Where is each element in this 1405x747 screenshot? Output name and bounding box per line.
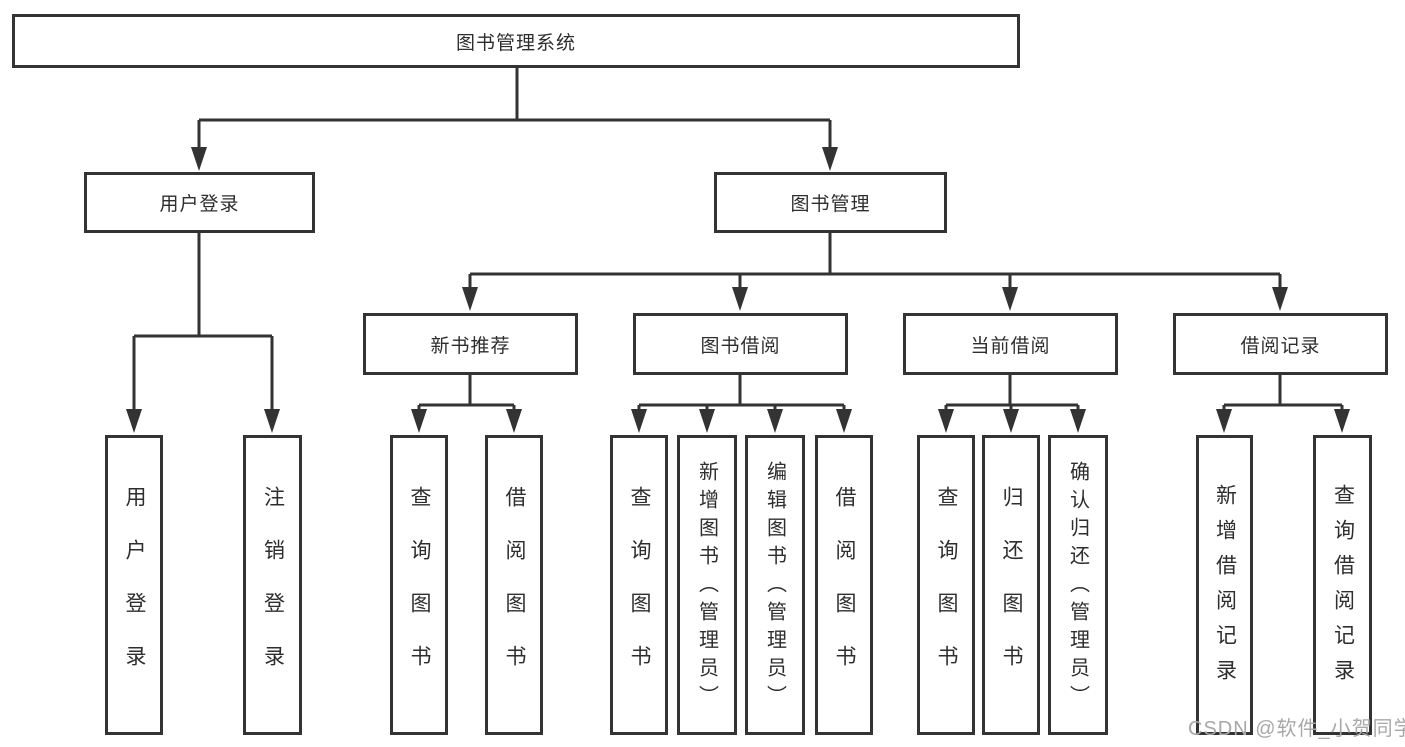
leaf-user-login: 用户登录: [105, 435, 163, 735]
node-book-management-label: 图书管理: [790, 194, 871, 215]
node-user-login-label: 用户登录: [159, 194, 240, 215]
leaf-query-borrow-record-label: 查询借阅记录: [1331, 483, 1355, 694]
leaf-edit-book-admin-label: 编辑图书（管理员）: [763, 461, 786, 713]
leaf-query-borrow-record: 查询借阅记录: [1313, 435, 1372, 735]
connector-root-to-level2: [191, 68, 838, 171]
leaf-borrow-book-1: 借阅图书: [485, 435, 543, 735]
connector-current-borrow-leaves: [938, 375, 1086, 433]
node-book-management: 图书管理: [714, 172, 947, 233]
leaf-query-book-1: 查询图书: [390, 435, 448, 735]
node-book-borrow-label: 图书借阅: [700, 335, 781, 357]
node-new-book-recommend: 新书推荐: [363, 313, 578, 375]
leaf-add-borrow-record-label: 新增借阅记录: [1213, 483, 1237, 694]
leaf-logout: 注销登录: [243, 435, 302, 735]
node-borrow-record-label: 借阅记录: [1240, 335, 1321, 357]
node-new-book-recommend-label: 新书推荐: [430, 335, 511, 357]
node-borrow-record: 借阅记录: [1173, 313, 1388, 375]
leaf-borrow-book-2-label: 借阅图书: [833, 486, 856, 698]
connector-book-borrow-leaves: [631, 375, 852, 433]
connector-book-mgmt-to-level3: [462, 233, 1288, 311]
leaf-return-book: 归还图书: [982, 435, 1040, 735]
leaf-borrow-book-1-label: 借阅图书: [503, 486, 526, 698]
leaf-return-book-label: 归还图书: [1000, 486, 1023, 698]
leaf-add-book-admin-label: 新增图书（管理员）: [695, 461, 718, 713]
leaf-edit-book-admin: 编辑图书（管理员）: [745, 435, 805, 735]
node-user-login: 用户登录: [84, 172, 315, 233]
leaf-query-book-2-label: 查询图书: [628, 486, 651, 698]
leaf-query-book-3: 查询图书: [917, 435, 975, 735]
leaf-add-borrow-record: 新增借阅记录: [1196, 435, 1253, 735]
connector-new-book-leaves: [411, 375, 522, 433]
leaf-confirm-return-admin-label: 确认归还（管理员）: [1066, 461, 1089, 713]
node-root-label: 图书管理系统: [455, 32, 576, 54]
leaf-confirm-return-admin: 确认归还（管理员）: [1048, 435, 1108, 735]
leaf-add-book-admin: 新增图书（管理员）: [677, 435, 737, 735]
leaf-user-login-label: 用户登录: [123, 486, 146, 698]
connector-borrow-record-leaves: [1216, 375, 1350, 433]
leaf-query-book-1-label: 查询图书: [408, 486, 431, 698]
csdn-watermark: CSDN @软件_小贺同学: [1188, 718, 1405, 740]
leaf-query-book-3-label: 查询图书: [935, 486, 958, 698]
node-current-borrow-label: 当前借阅: [970, 335, 1051, 357]
leaf-borrow-book-2: 借阅图书: [815, 435, 873, 735]
node-current-borrow: 当前借阅: [903, 313, 1118, 375]
leaf-logout-label: 注销登录: [261, 486, 285, 698]
connector-user-login-leaves: [126, 233, 280, 433]
node-root-system: 图书管理系统: [12, 14, 1020, 68]
node-book-borrow: 图书借阅: [633, 313, 848, 375]
leaf-query-book-2: 查询图书: [610, 435, 668, 735]
